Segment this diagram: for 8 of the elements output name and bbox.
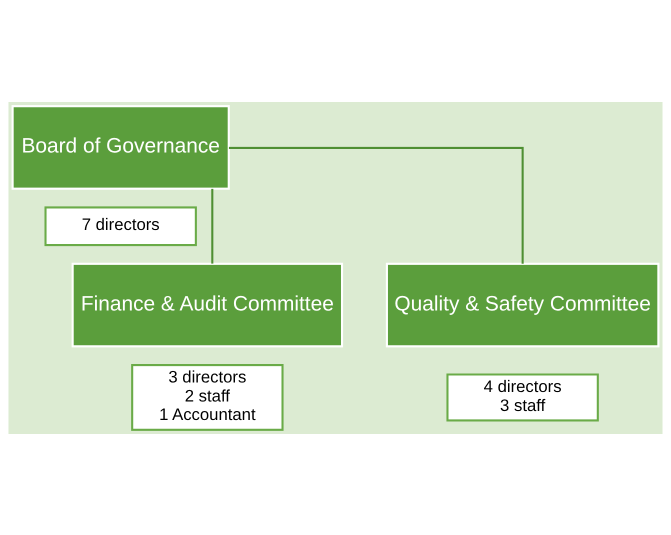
node-box: Finance & Audit Committee <box>72 262 344 347</box>
node-box: Quality & Safety Committee <box>386 262 660 347</box>
node-box: 3 directors 2 staff 1 Accountant <box>131 364 284 430</box>
node-box: Board of Governance <box>12 104 230 190</box>
connector <box>211 188 214 264</box>
node-box: 4 directors 3 staff <box>446 372 599 421</box>
connector <box>228 146 524 264</box>
node-box: 7 directors <box>44 206 197 246</box>
